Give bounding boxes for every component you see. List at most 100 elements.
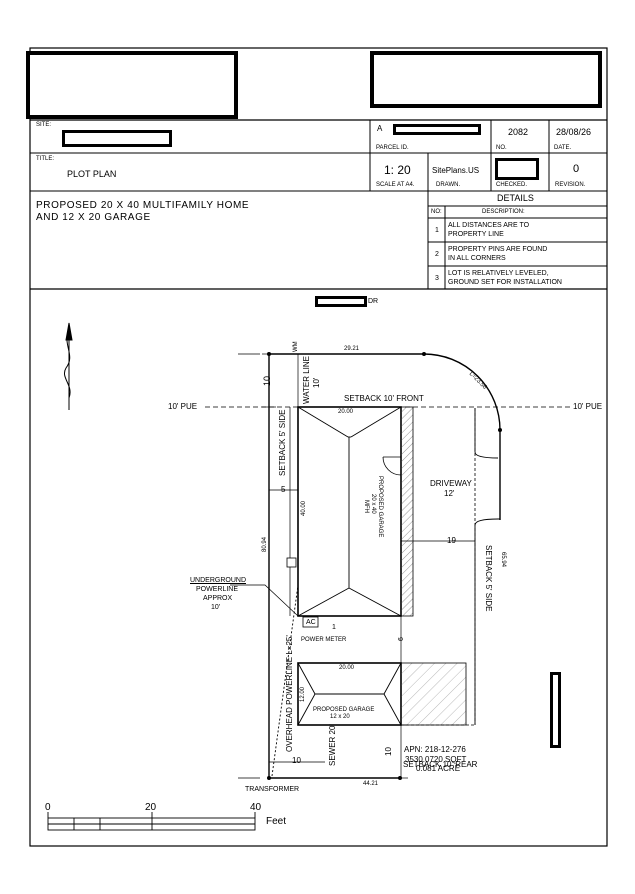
driveway-curve-bottom xyxy=(474,518,500,526)
pue-right: 10' PUE xyxy=(573,402,603,411)
scale-tick-0: 0 xyxy=(45,802,51,813)
date-label: DATE. xyxy=(554,145,572,151)
details-row-2-no: 2 xyxy=(435,251,439,258)
acre-label: 0.081 ACRE xyxy=(416,764,461,773)
scale-tick-20: 20 xyxy=(145,802,157,813)
ac-dist: 1 xyxy=(332,624,336,631)
scale-label: SCALE AT A4. xyxy=(376,182,415,188)
underground-leader xyxy=(230,584,299,617)
right-boundary-dist: 65.94 xyxy=(500,552,506,568)
overhead-powerline-label: OVERHEAD POWERLINE L=25' xyxy=(285,635,294,752)
details-desc-header: DESCRIPTION: xyxy=(482,209,525,215)
redacted-road xyxy=(315,296,367,307)
parcel-id-value: A xyxy=(377,124,383,133)
date-value: 28/08/26 xyxy=(556,127,592,137)
redacted-stamp xyxy=(550,672,561,748)
details-heading: DETAILS xyxy=(497,193,534,203)
ac-unit xyxy=(302,616,319,628)
setback-side-right-label: SETBACK 5' SIDE xyxy=(484,545,493,612)
parcel-id-label: PARCEL ID. xyxy=(376,145,409,151)
scale-value: 1: 20 xyxy=(384,163,411,177)
home-width: 20.00 xyxy=(338,409,354,415)
pue-left: 10' PUE xyxy=(168,402,198,411)
road-suffix: DR xyxy=(368,298,379,305)
details-row-3-no: 3 xyxy=(435,275,439,282)
garage-roof-lines xyxy=(297,662,402,726)
home-label-3: MFH xyxy=(363,500,369,513)
garage-depth: 12.00 xyxy=(300,686,306,702)
transformer-label: TRANSFORMER xyxy=(245,786,300,793)
driveway-curve-top xyxy=(474,408,499,459)
details-row-2-line2: IN ALL CORNERS xyxy=(448,255,506,262)
scale-unit: Feet xyxy=(266,816,287,827)
redacted-checked xyxy=(495,158,539,180)
title-value: PLOT PLAN xyxy=(67,169,117,179)
top-boundary-dist: 29.21 xyxy=(344,346,360,352)
north-arrow-icon xyxy=(64,322,73,410)
redacted-site xyxy=(62,130,172,147)
details-row-1-line1: ALL DISTANCES ARE TO xyxy=(448,222,530,229)
home-footprint xyxy=(297,406,402,617)
details-row-1-line2: PROPERTY LINE xyxy=(448,231,504,238)
sheet-border xyxy=(29,47,608,847)
drawn-label: DRAWN. xyxy=(436,182,461,188)
apn-label: APN: 218-12-276 xyxy=(404,745,466,754)
porch-strip xyxy=(400,406,414,617)
checked-label: CHECKED. xyxy=(496,182,528,188)
details-no-header: NO: xyxy=(431,209,442,215)
details-row-3-line1: LOT IS RELATIVELY LEVELED, xyxy=(448,270,549,277)
details-row-2-line1: PROPERTY PINS ARE FOUND xyxy=(448,246,548,253)
right-dist: 19 xyxy=(447,536,456,545)
garage-width: 20.00 xyxy=(339,665,355,671)
home-depth: 40.00 xyxy=(301,500,307,516)
revision-label: REVISION. xyxy=(555,182,586,188)
garage-label-1: PROPOSED GARAGE xyxy=(313,707,375,713)
sqft-label: 3530.0720 SQFT xyxy=(405,755,467,764)
garage-label-2: 12 x 20 xyxy=(330,714,350,720)
water-line-label: WATER LINE xyxy=(302,355,311,404)
scale-tick-40: 40 xyxy=(250,802,262,813)
ac-label: AC xyxy=(306,619,316,626)
home-label-2: 20 x 40 xyxy=(370,494,376,514)
details-row-1-no: 1 xyxy=(435,227,439,234)
title-label: TITLE: xyxy=(36,156,55,162)
garage-driveway-pad xyxy=(400,662,467,726)
setback-rear-label: SETBACK 10' REAR xyxy=(403,760,478,769)
bottom-boundary-dist: 44.21 xyxy=(363,781,379,787)
sewer-label: SEWER 20' xyxy=(328,724,337,766)
overhead-powerline xyxy=(271,584,299,777)
redacted-parcel xyxy=(393,124,481,135)
bottom-left-dist: 10 xyxy=(292,756,301,765)
drawn-value: SitePlans.US xyxy=(432,166,480,175)
description-line-1: PROPOSED 20 X 40 MULTIFAMILY HOME xyxy=(36,200,250,211)
scale-bar xyxy=(47,812,256,831)
underground-label-3: APPROX xyxy=(203,595,233,602)
details-row-3-line2: GROUND SET FOR INSTALLATION xyxy=(448,279,562,286)
water-line-dist: 10' xyxy=(312,377,321,388)
power-meter-label: POWER METER xyxy=(301,637,347,643)
water-meter-label: WM xyxy=(293,341,299,352)
front-depth-dist: 10 xyxy=(262,375,272,386)
site-label: SITE: xyxy=(36,122,52,128)
revision-value: 0 xyxy=(573,163,580,175)
door-swing xyxy=(382,456,402,476)
home-label-1: PROPOSED GARAGE xyxy=(377,476,383,538)
home-roof-lines xyxy=(297,406,402,617)
gap-dist: 6 xyxy=(398,637,405,641)
underground-label-2: POWERLINE xyxy=(196,586,239,593)
left-boundary-dist: 80.94 xyxy=(262,536,268,552)
redacted-client-block xyxy=(370,51,602,108)
sheet-number: 2082 xyxy=(508,127,529,137)
driveway-width: 12' xyxy=(444,489,455,498)
rear-dist: 10 xyxy=(384,747,393,756)
underground-label-1: UNDERGROUND xyxy=(190,577,246,584)
power-meter-box xyxy=(286,557,297,568)
driveway-label: DRIVEWAY xyxy=(430,479,472,488)
redacted-company-block xyxy=(26,51,238,119)
underground-label-4: 10' xyxy=(211,604,221,611)
setback-side-left-label: SETBACK 5' SIDE xyxy=(278,409,287,476)
no-label: NO. xyxy=(496,145,507,151)
setback-front-label: SETBACK 10' FRONT xyxy=(344,394,424,403)
description-line-2: AND 12 X 20 GARAGE xyxy=(36,212,151,223)
